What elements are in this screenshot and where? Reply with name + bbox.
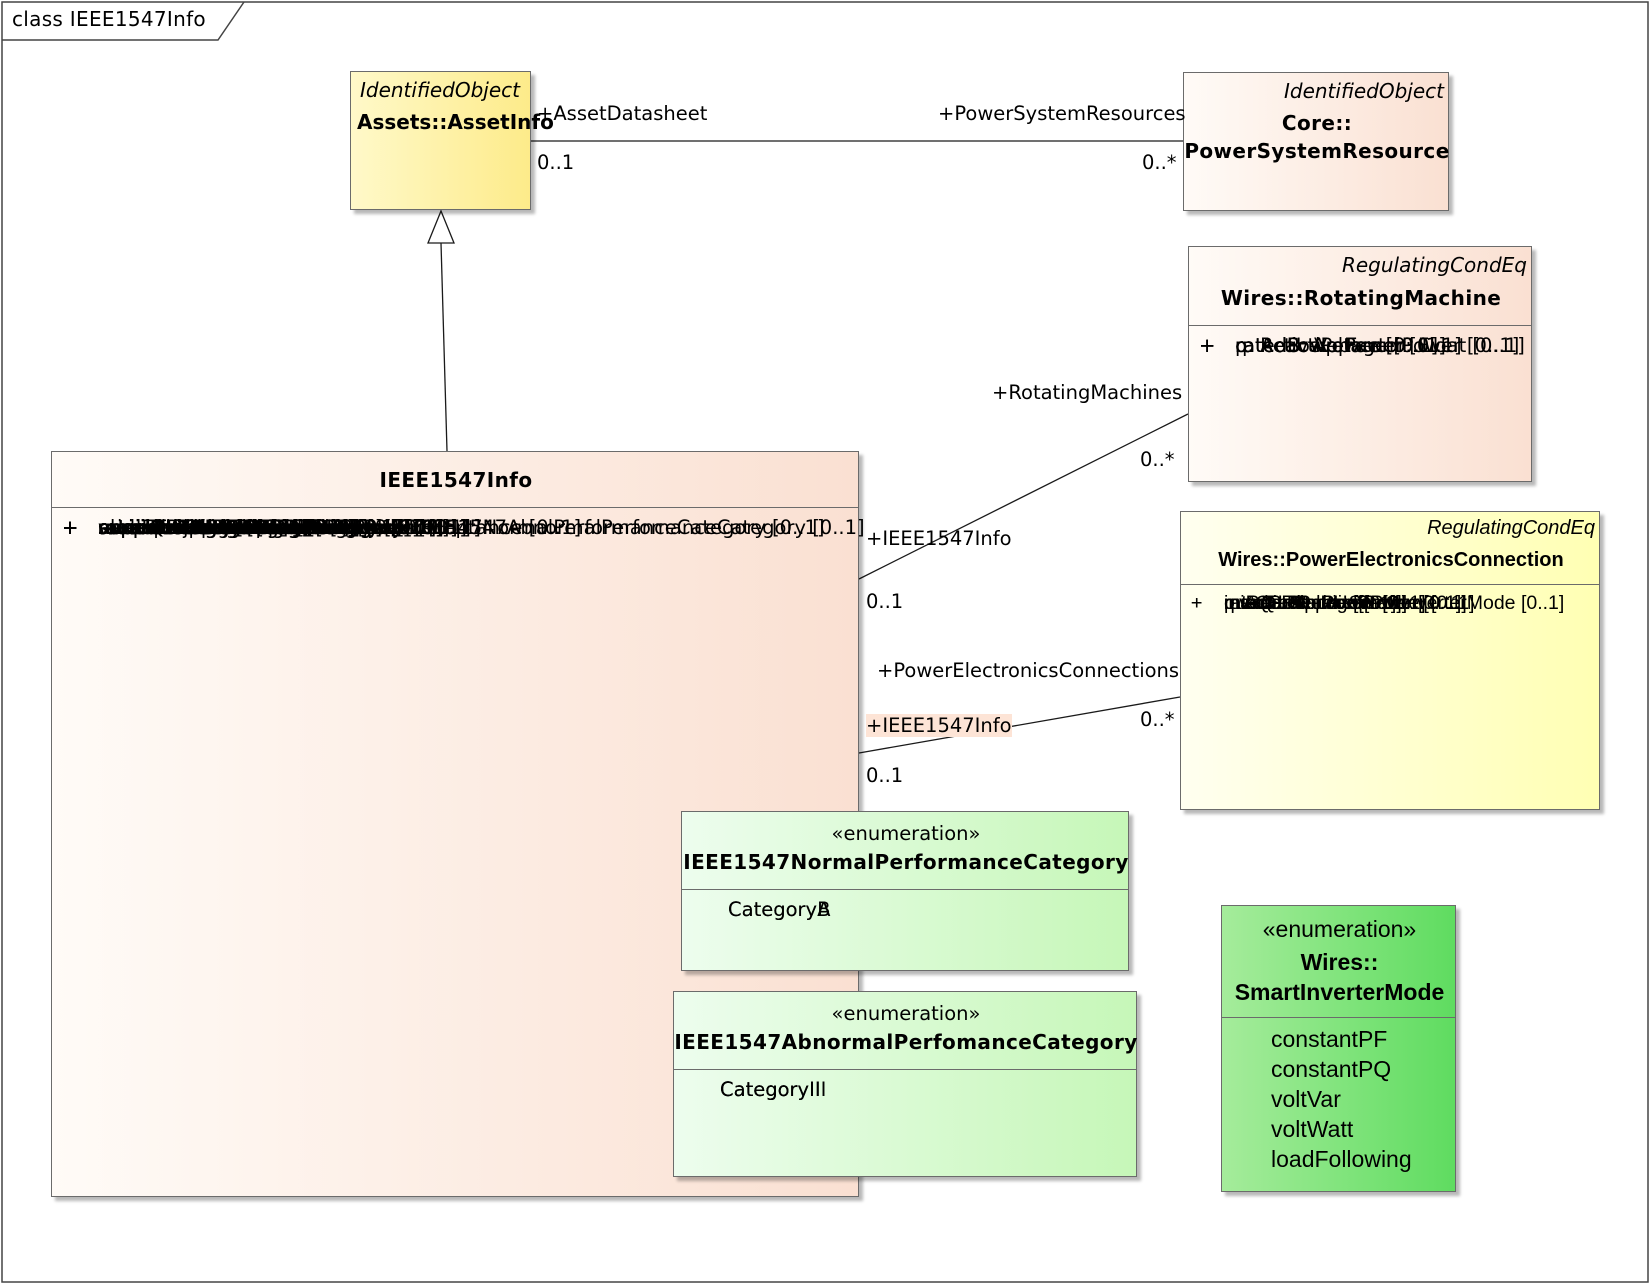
class-name: Assets::AssetInfo xyxy=(357,110,554,134)
mult-ieee1547info-pec: 0..1 xyxy=(866,764,904,787)
attribute-list: +maxQ: ReactivePower [0..1] +minQ: React… xyxy=(1191,592,1565,614)
mult-asset-datasheet: 0..1 xyxy=(537,151,575,174)
role-power-system-resources: +PowerSystemResources xyxy=(938,102,1186,125)
enum-stereotype: «enumeration» xyxy=(831,822,981,845)
class-stereotype: RegulatingCondEq xyxy=(1341,253,1527,277)
enum-literal: voltVar xyxy=(1271,1086,1341,1112)
class-rotating-machine[interactable]: RegulatingCondEq Wires::RotatingMachine … xyxy=(1188,246,1532,482)
enum-name-line2: SmartInverterMode xyxy=(1234,979,1445,1005)
class-power-electronics-connection[interactable]: RegulatingCondEq Wires::PowerElectronics… xyxy=(1180,511,1600,810)
enum-literal: constantPQ xyxy=(1271,1056,1392,1082)
generalization-line xyxy=(440,242,448,452)
role-power-electronics-connections: +PowerElectronicsConnections xyxy=(877,659,1180,682)
class-name: Wires::PowerElectronicsConnection xyxy=(1218,549,1564,571)
attribute-list: +ratedPowerFactor: Float [0..1] +p: Acti… xyxy=(1199,334,1525,357)
mult-ieee1547info-rm: 0..1 xyxy=(866,590,904,613)
class-power-system-resource[interactable]: IdentifiedObject Core:: PowerSystemResou… xyxy=(1183,72,1449,211)
generalization-arrowhead xyxy=(427,209,455,244)
enum-literal: constantPF xyxy=(1271,1026,1388,1052)
class-name-line2: PowerSystemResource xyxy=(1184,139,1450,163)
enum-literal-list: CategoryA CategoryB xyxy=(728,898,831,921)
class-stereotype: IdentifiedObject xyxy=(1283,79,1444,103)
role-ieee1547info-pec: +IEEE1547Info xyxy=(866,714,1012,737)
assoc-info-rm-line xyxy=(858,413,1189,580)
enum-stereotype: «enumeration» xyxy=(831,1002,981,1025)
class-name-line1: Core:: xyxy=(1281,111,1353,135)
role-ieee1547info-rm: +IEEE1547Info xyxy=(866,527,1012,550)
enum-literal-list: constantPF constantPQ voltVar voltWatt l… xyxy=(1222,1018,1455,1174)
class-asset-info[interactable]: IdentifiedObject Assets::AssetInfo xyxy=(350,71,554,210)
enum-name: IEEE1547NormalPerformanceCategory xyxy=(683,850,1129,874)
enum-name-line1: Wires:: xyxy=(1300,949,1379,975)
enum-smart-inverter-mode[interactable]: «enumeration» Wires:: SmartInverterMode … xyxy=(1221,905,1456,1192)
enum-name: IEEE1547AbnormalPerfomanceCategory xyxy=(674,1030,1138,1054)
enum-literal-list: CategoryI CategoryII CategoryIII xyxy=(720,1078,827,1101)
role-rotating-machines: +RotatingMachines xyxy=(992,381,1183,404)
enum-literal: loadFollowing xyxy=(1271,1146,1412,1172)
frame-title: class IEEE1547Info xyxy=(12,7,206,31)
enum-stereotype: «enumeration» xyxy=(1262,916,1417,942)
assoc-info-pec-line xyxy=(858,696,1181,754)
class-stereotype: IdentifiedObject xyxy=(359,78,520,102)
class-name: Wires::RotatingMachine xyxy=(1220,286,1502,310)
enum-normal-performance-category[interactable]: «enumeration» IEEE1547NormalPerformanceC… xyxy=(681,811,1129,971)
enum-literal: voltWatt xyxy=(1271,1116,1354,1142)
mult-power-electronics-connections: 0..* xyxy=(1140,708,1175,731)
class-name: IEEE1547Info xyxy=(379,468,533,492)
enum-abnormal-performance-category[interactable]: «enumeration» IEEE1547AbnormalPerfomance… xyxy=(673,991,1137,1177)
mult-rotating-machines: 0..* xyxy=(1140,448,1175,471)
mult-power-system-resources: 0..* xyxy=(1142,151,1177,174)
role-asset-datasheet: +AssetDatasheet xyxy=(537,102,708,125)
class-stereotype: RegulatingCondEq xyxy=(1427,517,1595,539)
attribute-list: +ratedPatUnityPF: ActivePower [0..1] +ra… xyxy=(62,516,865,539)
